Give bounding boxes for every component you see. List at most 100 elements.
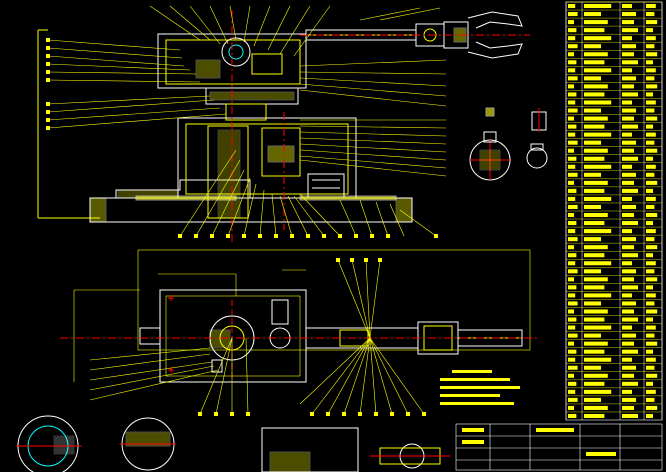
parts-list-cell	[646, 285, 653, 290]
parts-list-cell	[584, 277, 608, 282]
parts-list-cell	[568, 269, 578, 274]
parts-list-cell	[646, 357, 656, 362]
parts-list-cell	[584, 140, 601, 145]
front-view-bottom-stubs	[178, 234, 438, 238]
parts-list-cell	[622, 68, 632, 73]
parts-list-cell	[646, 405, 658, 410]
plan-view	[60, 249, 540, 383]
parts-list-cell	[622, 405, 634, 410]
parts-list-cell	[568, 92, 577, 97]
parts-list-cell	[584, 365, 601, 370]
parts-list-cell	[646, 413, 653, 418]
parts-list-cell	[568, 68, 576, 73]
parts-list-cell	[584, 60, 605, 65]
parts-list-cell	[646, 349, 653, 354]
parts-list-cell	[584, 357, 612, 362]
parts-list-cell	[584, 156, 605, 161]
parts-list-cell	[568, 397, 578, 402]
parts-list-cell	[584, 341, 608, 346]
front-view-label-stubs	[46, 38, 50, 130]
parts-list-cell	[584, 397, 601, 402]
parts-list-cell	[584, 92, 605, 97]
parts-list-cell	[568, 148, 574, 153]
front-view-leaders-top	[149, 5, 331, 57]
parts-list-cell	[584, 325, 612, 330]
parts-list-cell	[568, 325, 576, 330]
parts-list-cell	[568, 132, 576, 137]
parts-list-cell	[584, 333, 601, 338]
parts-list-cell	[622, 60, 638, 65]
notes-block	[440, 370, 520, 405]
parts-list-cell	[646, 12, 655, 17]
parts-list-cell	[646, 76, 655, 81]
parts-list-cell	[568, 221, 577, 226]
parts-list-cell	[568, 124, 577, 129]
parts-list-cell	[646, 124, 653, 129]
parts-list-cell	[584, 4, 612, 9]
parts-list-cell	[568, 373, 574, 378]
parts-list-cell	[622, 293, 632, 298]
parts-list-cell	[584, 349, 605, 354]
parts-list-cell	[568, 204, 578, 209]
parts-list-cell	[622, 196, 632, 201]
parts-list-cell	[622, 52, 634, 57]
parts-list-cell	[568, 172, 578, 177]
parts-list-cell	[584, 245, 608, 250]
parts-list-cell	[568, 108, 578, 113]
parts-list-cell	[646, 196, 656, 201]
parts-list-cell	[622, 269, 636, 274]
parts-list-cell	[568, 116, 574, 121]
parts-list-cell	[568, 309, 574, 314]
parts-list-cell	[584, 373, 608, 378]
gripper	[443, 11, 523, 59]
parts-list-cell	[622, 204, 636, 209]
parts-list-cell	[584, 293, 612, 298]
parts-list-cell	[568, 60, 577, 65]
parts-list-cell	[646, 100, 656, 105]
parts-list-cell	[622, 341, 634, 346]
parts-list-cell	[646, 317, 653, 322]
parts-list-cell	[584, 116, 608, 121]
parts-list-cell	[646, 389, 656, 394]
parts-list-cell	[622, 213, 634, 218]
parts-list-cell	[622, 4, 632, 9]
parts-list-cell	[622, 261, 632, 266]
parts-list-cell	[646, 221, 653, 226]
parts-list-cell	[622, 28, 638, 33]
parts-list-cell	[646, 68, 656, 73]
parts-list-cell	[584, 405, 608, 410]
parts-list-cell	[622, 285, 638, 290]
parts-list-cell	[646, 229, 656, 234]
parts-list-cell	[622, 301, 636, 306]
parts-list-cell	[646, 36, 656, 41]
parts-list-cell	[568, 277, 574, 282]
plan-view-stubs	[198, 258, 426, 416]
parts-list-cell	[622, 92, 638, 97]
parts-list-cell	[568, 245, 574, 250]
parts-list-cell	[584, 52, 608, 57]
parts-list-cell	[622, 277, 634, 282]
parts-list-cell	[568, 285, 577, 290]
parts-list-cell	[622, 124, 638, 129]
parts-list-cell	[568, 357, 576, 362]
parts-list-cell	[646, 28, 653, 33]
parts-list-cell	[646, 237, 655, 242]
parts-list-cell	[584, 84, 608, 89]
parts-list-cell	[622, 84, 634, 89]
parts-list-cell	[622, 253, 638, 258]
parts-list-cell	[568, 44, 578, 49]
parts-list-cell	[646, 397, 655, 402]
parts-list-cell	[622, 156, 638, 161]
parts-list-cell	[622, 12, 636, 17]
parts-list-cell	[568, 180, 574, 185]
parts-list-cell	[568, 229, 576, 234]
parts-list-cell	[568, 213, 574, 218]
parts-list-cell	[584, 413, 605, 418]
parts-list-cell	[646, 188, 653, 193]
parts-list-cell	[584, 188, 605, 193]
parts-list-cell	[568, 196, 576, 201]
parts-list-cell	[584, 180, 608, 185]
parts-list-cell	[584, 164, 612, 169]
parts-list-cell	[622, 108, 636, 113]
parts-list-cell	[584, 229, 612, 234]
